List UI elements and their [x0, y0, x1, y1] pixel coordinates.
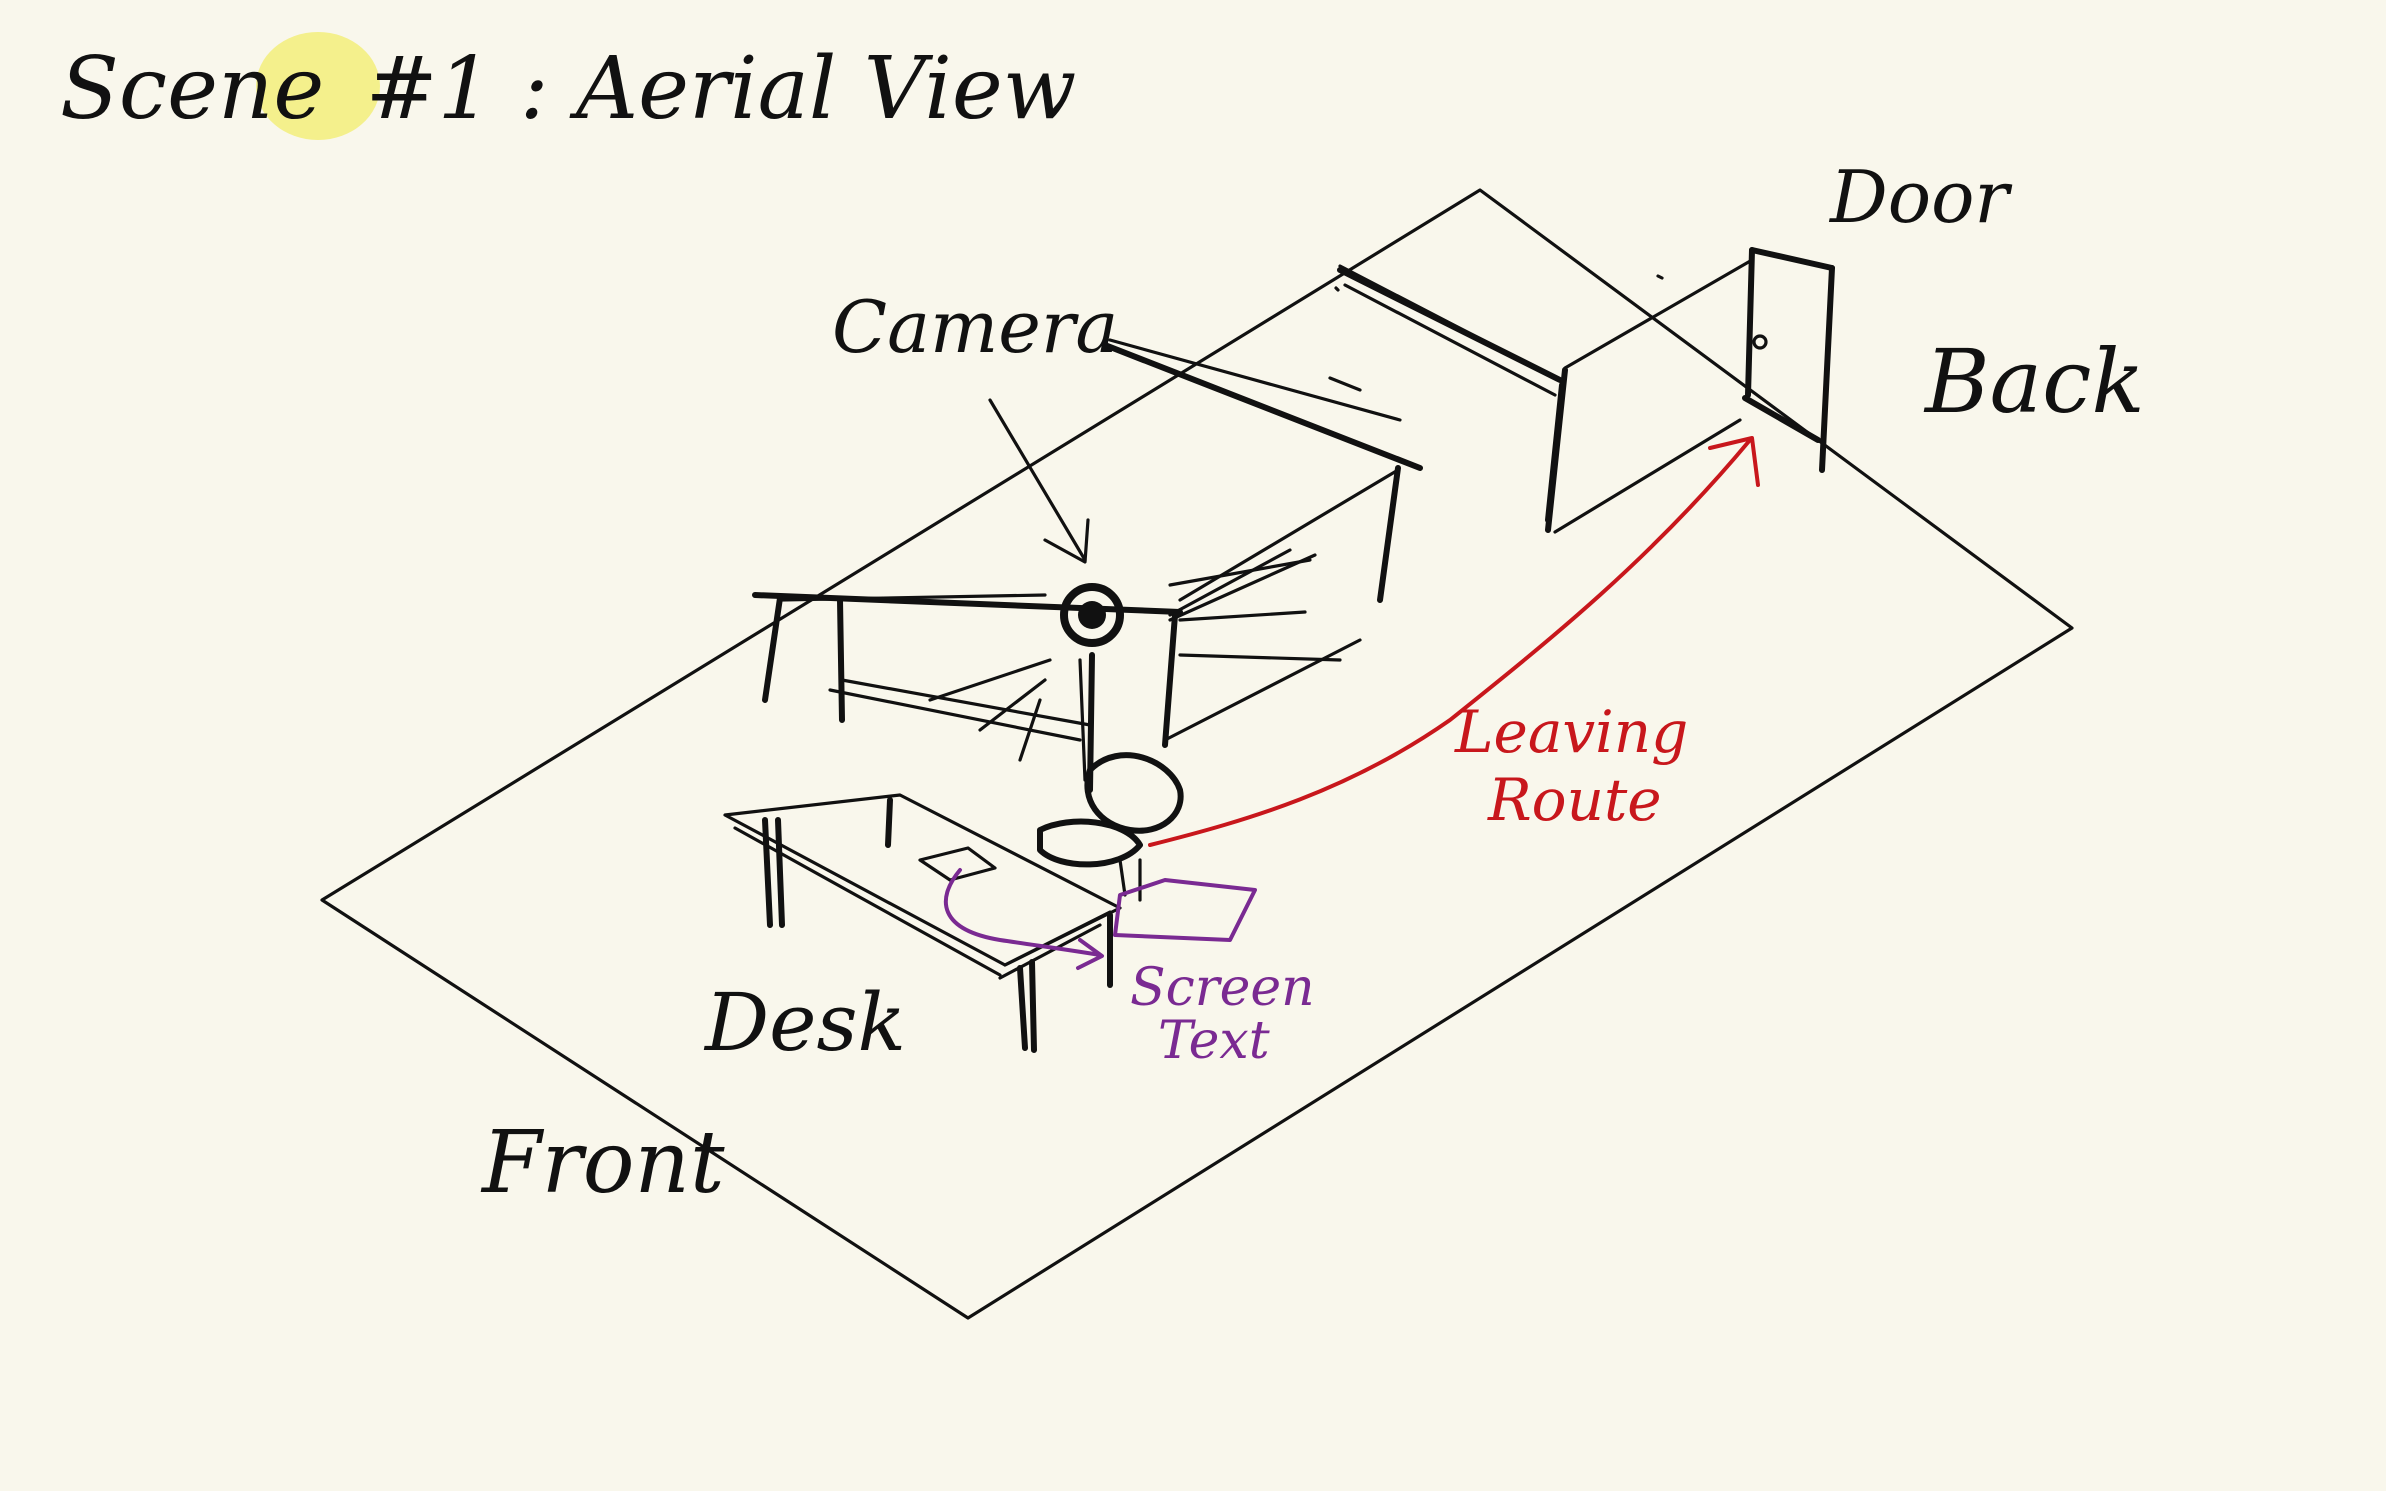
scene-title: Scene #1 : Aerial View	[60, 32, 1076, 140]
route-line	[1148, 438, 1752, 847]
leaving-route	[1148, 436, 1760, 847]
door-wall-top	[1563, 258, 1754, 370]
bed-end-leg	[1377, 465, 1401, 603]
title-suffix: : Aerial View	[520, 39, 1077, 139]
laptop-icon	[918, 846, 997, 882]
title-highlight	[256, 32, 380, 140]
chair-seat	[1037, 818, 1143, 868]
label-leaving-route: Leaving Route	[1454, 698, 1707, 834]
label-screen: Screen	[1130, 958, 1315, 1018]
door-wall-left	[1545, 367, 1568, 533]
door-bottom	[1742, 395, 1821, 443]
camera-table	[752, 558, 1362, 762]
label-screen-text: Screen Text	[1130, 958, 1331, 1071]
screen-arrow	[943, 868, 1102, 957]
chair-back	[1084, 752, 1184, 834]
label-door: Door	[1828, 155, 2012, 239]
screen-text-marker	[943, 868, 1257, 970]
desk-leg-back	[885, 797, 893, 848]
door-top	[1749, 247, 1835, 271]
bed-frame	[1102, 338, 1423, 622]
route-arrowhead	[1708, 436, 1760, 487]
title-number: #1	[366, 39, 493, 139]
screen-box	[1113, 878, 1257, 942]
chair	[1037, 752, 1184, 902]
door-left-edge	[1745, 247, 1755, 398]
label-desk: Desk	[703, 976, 906, 1069]
door-wall-bottom	[1553, 418, 1742, 534]
door-right-edge	[1819, 265, 1835, 473]
label-text: Text	[1158, 1011, 1270, 1071]
bed-side	[1178, 468, 1400, 602]
camera-arrow	[988, 398, 1090, 564]
label-leaving: Leaving	[1454, 698, 1688, 766]
label-front: Front	[480, 1113, 725, 1213]
door	[1545, 247, 1835, 534]
title-text: Scene #1 : Aerial View	[60, 39, 1076, 139]
table-front-edge	[840, 678, 1092, 727]
table-right-leg	[1162, 612, 1178, 748]
table-left-leg-2	[837, 597, 845, 723]
table-left-leg	[762, 595, 783, 703]
floor-outline	[320, 188, 2074, 1320]
bed-top-edge	[1102, 342, 1423, 471]
label-back: Back	[1923, 330, 2145, 433]
label-camera: Camera	[832, 285, 1118, 369]
door-handle-icon	[1752, 334, 1768, 350]
back-bench	[1334, 264, 1565, 523]
title-prefix: Scene	[60, 39, 324, 139]
desk-leg-left	[762, 817, 773, 928]
label-route: Route	[1487, 766, 1662, 834]
desk-leg-front	[1017, 965, 1028, 1051]
